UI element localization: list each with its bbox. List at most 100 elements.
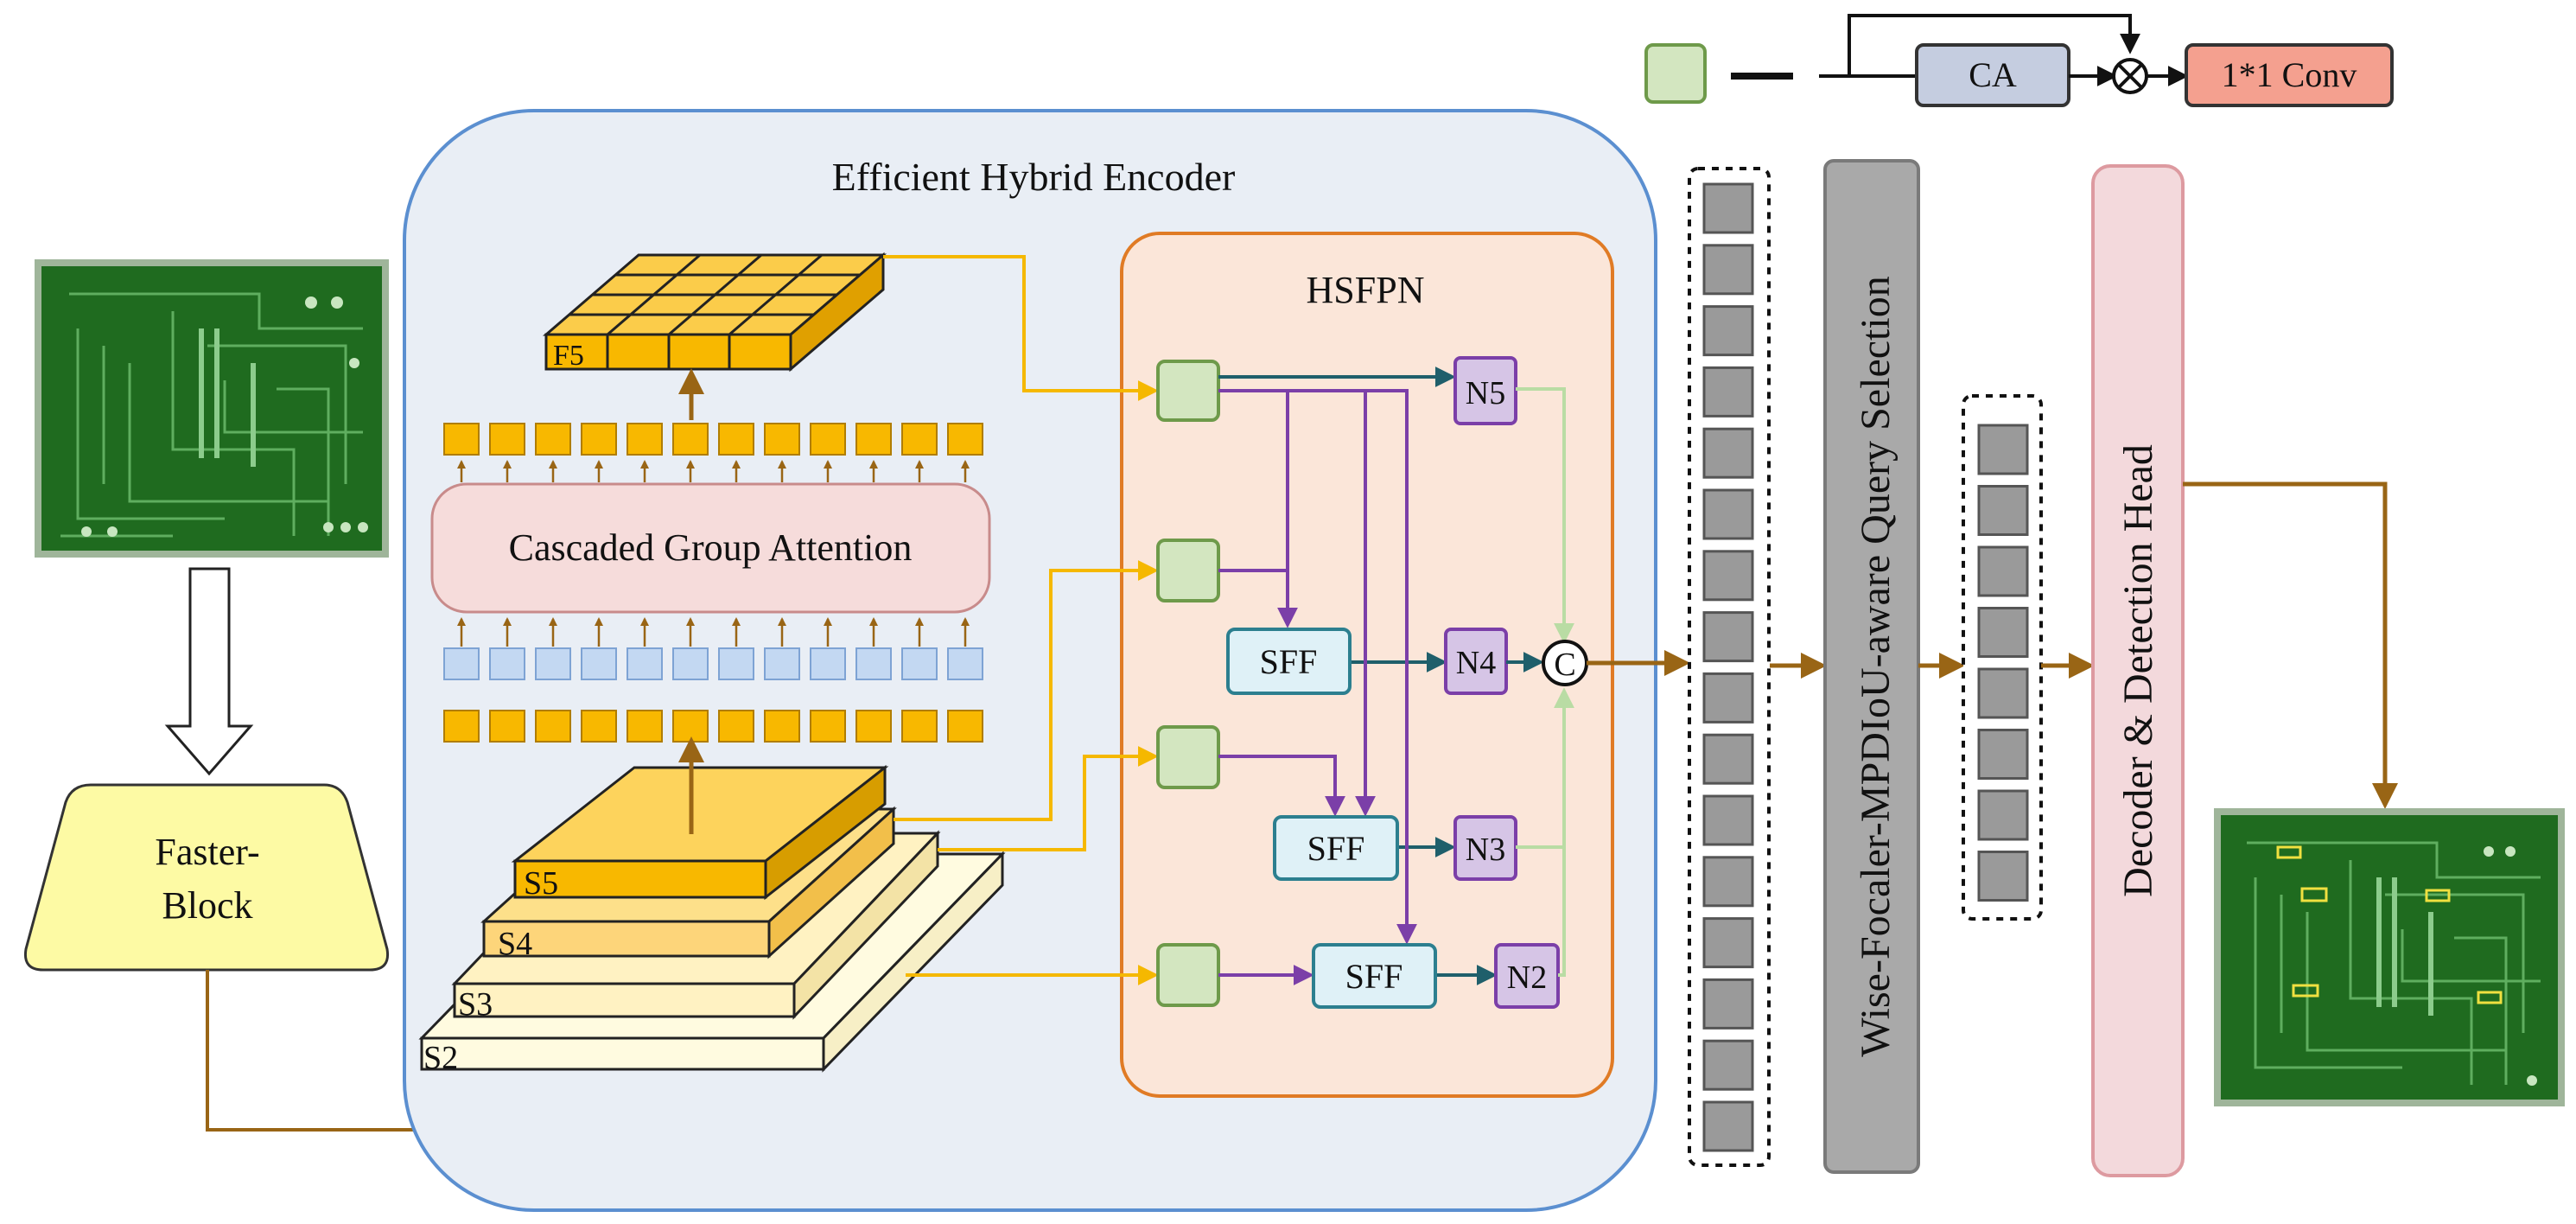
query-square (1702, 488, 1754, 540)
input-token (672, 710, 709, 743)
detection-box-5 (2477, 991, 2503, 1004)
input-token (901, 710, 938, 743)
stage-label-s2: S2 (423, 1040, 458, 1076)
query-square (1702, 182, 1754, 234)
query-square (1977, 851, 2029, 902)
output-token (443, 423, 480, 456)
query-square (1702, 427, 1754, 479)
blue-token (489, 647, 525, 680)
stage-stack (418, 764, 1006, 1073)
output-token (535, 423, 571, 456)
cga-box (430, 482, 991, 614)
output-token (489, 423, 525, 456)
input-token (627, 710, 663, 743)
query-square (1977, 607, 2029, 658)
decoder-label: Decoder & Detection Head (2115, 444, 2161, 897)
f5-label: F5 (553, 340, 584, 372)
concat-label: C (1554, 647, 1575, 683)
hollow-down-arrow (164, 567, 254, 776)
arrow-s5-to-hsfpn (894, 560, 1159, 821)
sff-box-1 (1226, 628, 1352, 695)
conv-label: 1*1 Conv (2222, 55, 2357, 94)
query-square (1702, 611, 1754, 663)
sff-box-3 (1312, 943, 1437, 1009)
query-square (1702, 550, 1754, 602)
node-n2-label: N2 (1507, 959, 1547, 996)
query-selection-label: Wise-Focaler-MPDIoU-aware Query Selectio… (1853, 276, 1899, 1056)
output-token-arrows (457, 460, 970, 482)
sff-label-3: SFF (1345, 957, 1403, 996)
output-token (901, 423, 938, 456)
blue-token-row (443, 647, 983, 680)
hsfpn-title: HSFPN (1307, 269, 1425, 311)
sff-label-1: SFF (1260, 642, 1318, 681)
output-token (855, 423, 892, 456)
ca-label: CA (1969, 55, 2017, 94)
node-n3-label: N3 (1466, 832, 1505, 868)
sff-box-2 (1273, 815, 1399, 881)
stage-label-s4: S4 (498, 926, 532, 962)
input-token (489, 710, 525, 743)
faster-block: Faster- Block (23, 783, 390, 972)
blue-token (672, 647, 709, 680)
input-token (535, 710, 571, 743)
legend-green-block (1644, 43, 1707, 104)
cga-label: Cascaded Group Attention (509, 526, 913, 569)
input-token-row (443, 710, 983, 743)
query-square (1977, 789, 2029, 841)
legend: CA 1*1 Conv (1644, 14, 2394, 107)
output-pcb-image (2214, 808, 2565, 1106)
encoder-title: Efficient Hybrid Encoder (832, 155, 1236, 199)
stage-label-s5: S5 (524, 865, 558, 902)
output-token (581, 423, 617, 456)
arrow-g1-to-sff3 (1365, 389, 1417, 945)
blue-token (855, 647, 892, 680)
arrow-decoder-to-output (2183, 481, 2398, 809)
f5-feature-block: F5 (542, 252, 887, 373)
stage-label-s3: S3 (458, 986, 493, 1023)
query-square (1702, 1100, 1754, 1152)
blue-token (443, 647, 480, 680)
query-square (1977, 545, 2029, 597)
query-square (1702, 244, 1754, 296)
output-token (718, 423, 754, 456)
hsfpn-green-block-2 (1156, 539, 1220, 602)
legend-skip-line (1819, 14, 2140, 78)
arrow-g3-to-sff2 (1218, 755, 1345, 817)
blue-token (947, 647, 983, 680)
output-token (764, 423, 800, 456)
query-squares-small (1977, 424, 2029, 902)
input-pcb-image (35, 259, 389, 558)
arrow-s4-to-hsfpn (938, 746, 1159, 851)
blue-token (901, 647, 938, 680)
detection-box-2 (2300, 887, 2328, 902)
blue-token (535, 647, 571, 680)
query-square (1702, 366, 1754, 418)
blue-token (718, 647, 754, 680)
input-token (764, 710, 800, 743)
detection-box-4 (2292, 984, 2319, 998)
blue-token (810, 647, 846, 680)
input-token (718, 710, 754, 743)
query-squares-big (1702, 182, 1754, 1152)
multiply-x2 (2117, 63, 2143, 89)
query-square (1702, 978, 1754, 1030)
query-square (1977, 667, 2029, 719)
query-square (1702, 305, 1754, 357)
query-square (1977, 729, 2029, 780)
faster-block-line2: Block (162, 884, 252, 927)
arrow-n5-to-concat (1516, 387, 1574, 644)
hsfpn-green-block-4 (1156, 943, 1220, 1007)
node-n5-label: N5 (1466, 375, 1505, 411)
query-square (1702, 1039, 1754, 1091)
query-column-big (1688, 167, 1771, 1167)
blue-token (764, 647, 800, 680)
query-square (1702, 733, 1754, 785)
output-token (672, 423, 709, 456)
query-square (1702, 672, 1754, 724)
faster-block-line1: Faster- (155, 831, 259, 873)
query-square (1702, 794, 1754, 846)
hsfpn-green-block-1 (1156, 360, 1220, 422)
hsfpn-green-block-3 (1156, 725, 1220, 789)
